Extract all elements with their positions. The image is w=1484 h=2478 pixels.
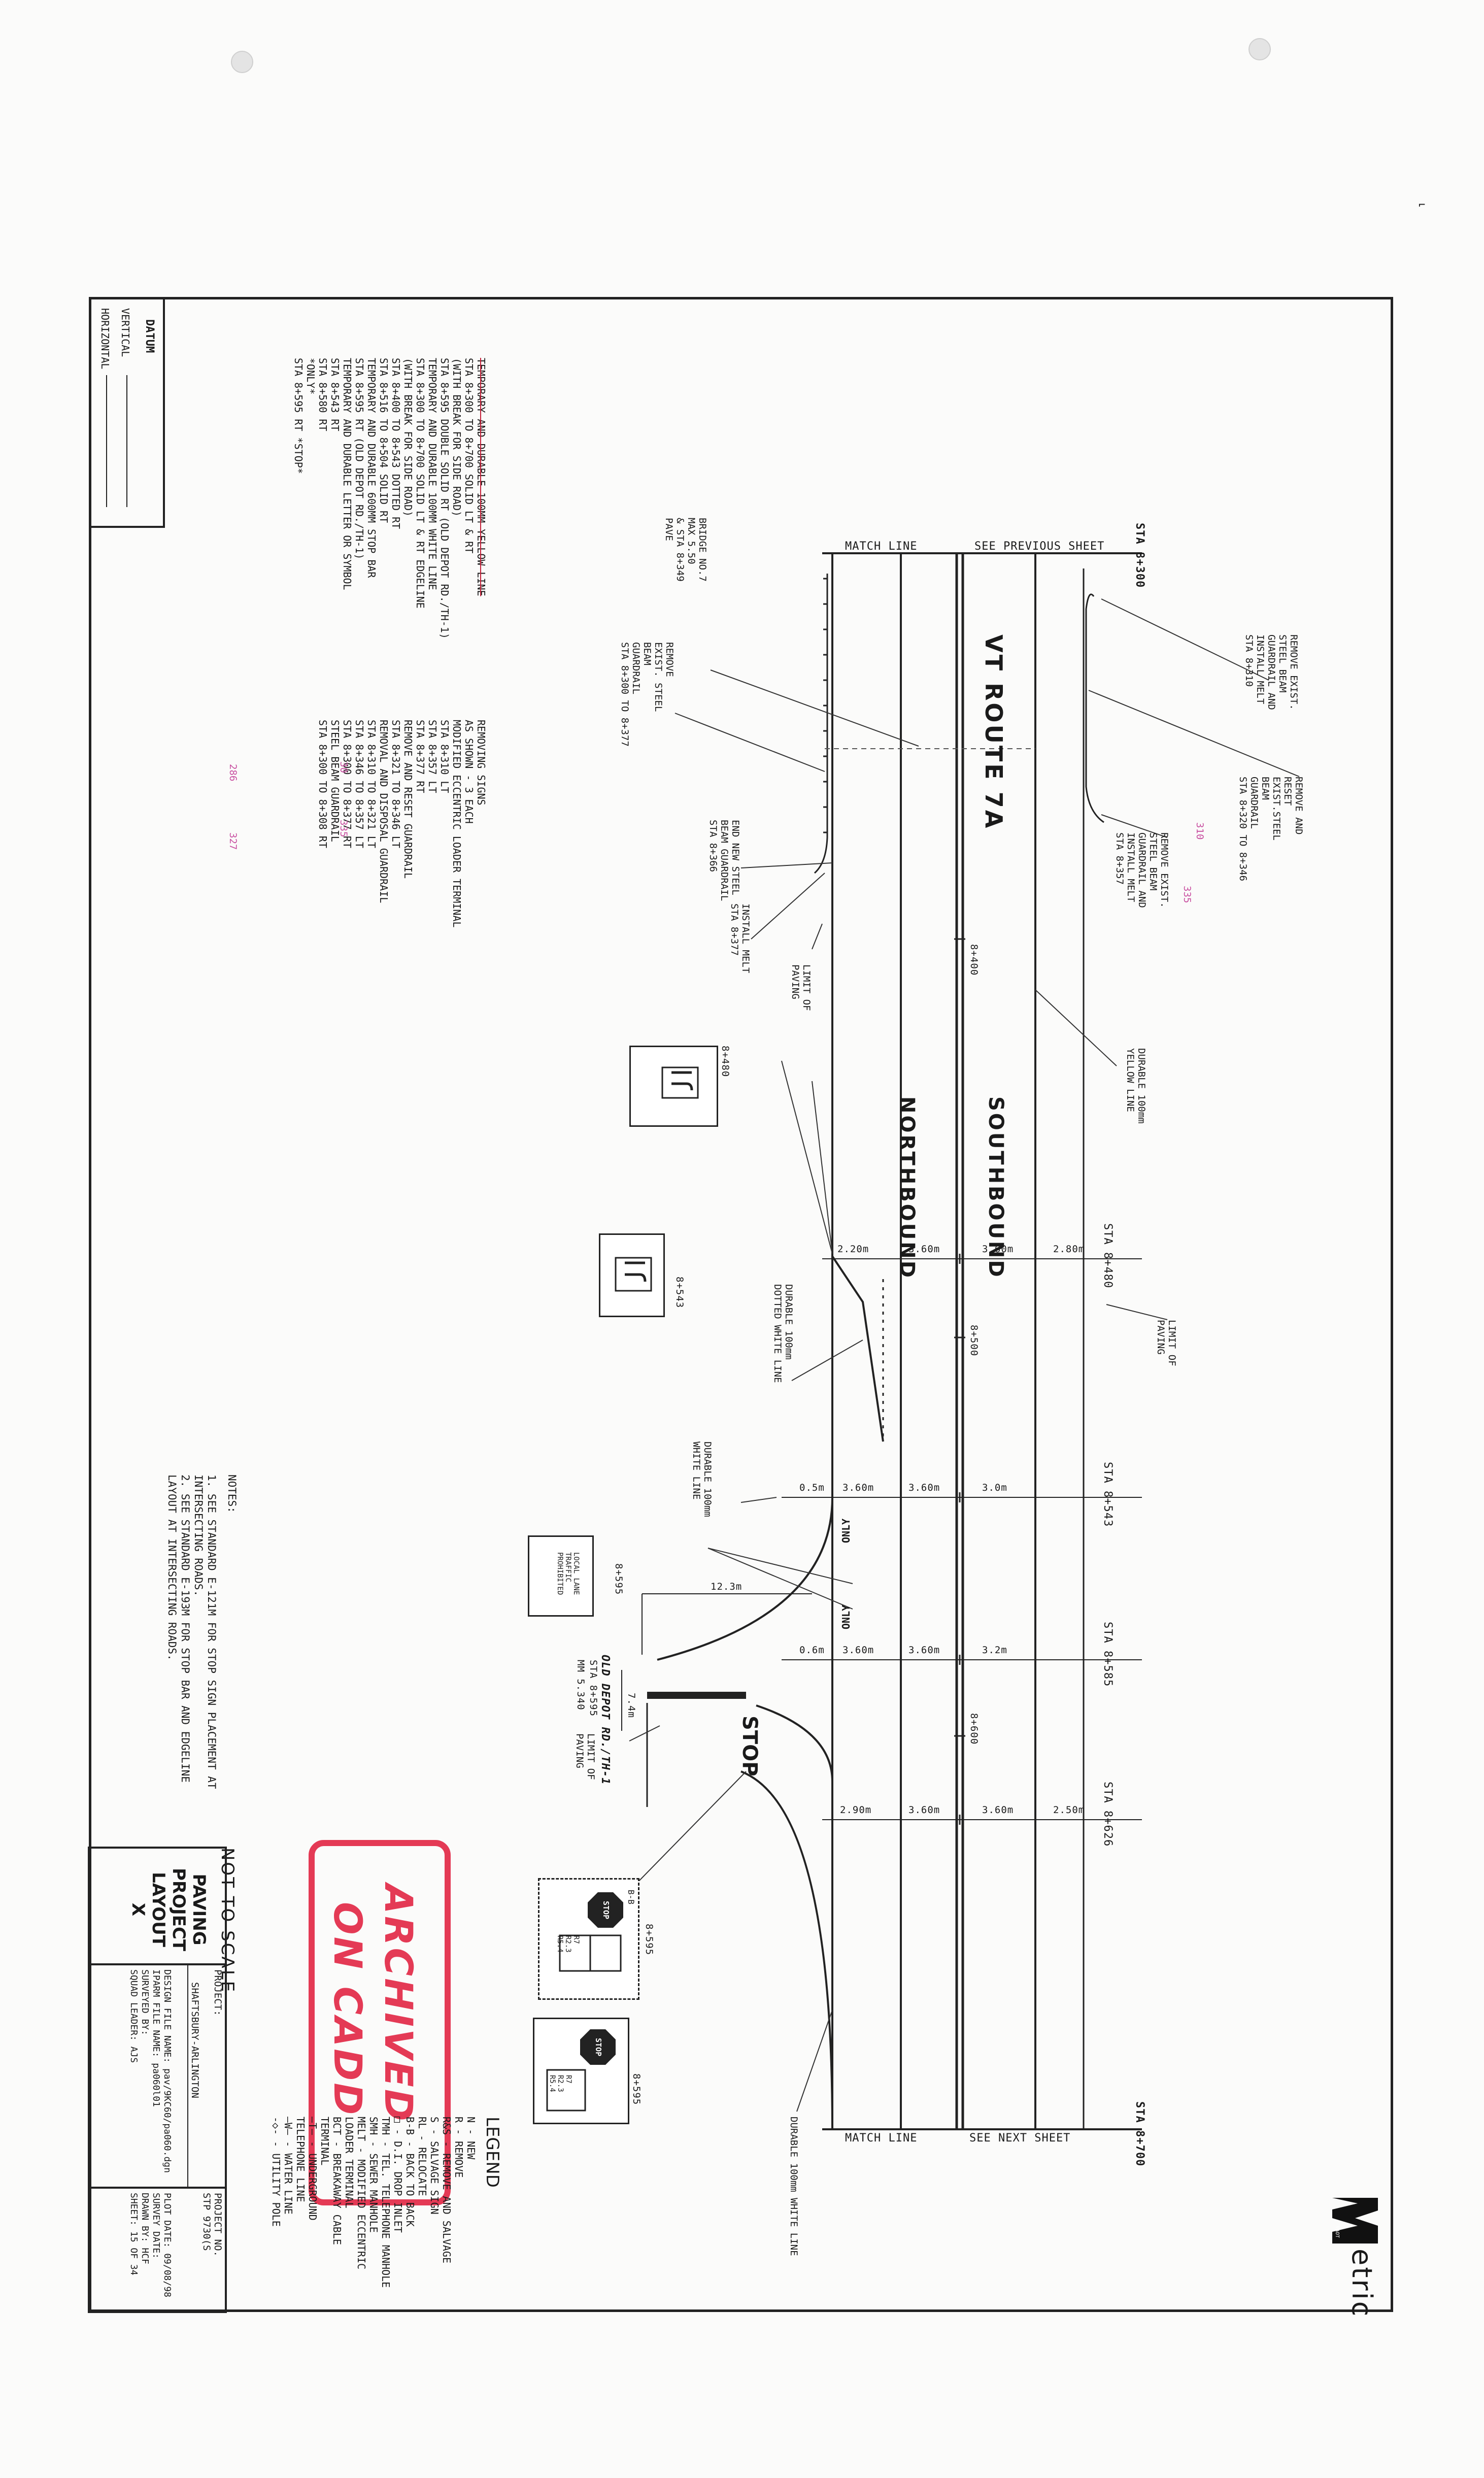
width-label: 3.60m [842, 1645, 874, 1656]
dim-12-3-label: 12.3m [711, 1581, 743, 1592]
metric-logo: etric VAOT [1330, 2195, 1380, 2318]
title-line: LAYOUT [148, 1872, 168, 1947]
title-line: PAVING [189, 1873, 209, 1946]
legend-item: BCT - BREAKAWAY CABLE [331, 2117, 343, 2245]
match-line-top-label: MATCH LINE [845, 540, 918, 553]
width-label: 3.60m [908, 1482, 940, 1493]
width-label: 3.60m [908, 1244, 940, 1255]
legend-item: R&S - REMOVE AND SALVAGE [441, 2117, 453, 2263]
legend-item: TERMINAL [319, 2117, 331, 2166]
leader-lines [629, 598, 1300, 2112]
width-label: 2.20m [837, 1244, 869, 1255]
legend-item: —W— - WATER LINE [282, 2117, 294, 2215]
plot-info: PLOT DATE: 09/08/98 SURVEY DATE: DRAWN B… [128, 2193, 173, 2297]
design-file: DESIGN FILE NAME: pav/9KC60/pa060.dgn [162, 1969, 173, 2173]
sign-detail-543 [599, 1233, 665, 1317]
legend-item: B-B - BACK TO BACK [404, 2117, 416, 2227]
project-no: STP 9730(S [201, 2193, 212, 2251]
guardrail-posts [823, 578, 827, 833]
project-label: PROJECT: [212, 1969, 223, 2016]
surveyed-by: SURVEYED BY: [140, 1969, 150, 2036]
m-logo-icon [1332, 2198, 1378, 2243]
width-label: 2.80m [1053, 1244, 1085, 1255]
legend-item: □ - D.I. DROP INLET [392, 2117, 404, 2233]
width-label: 0.6m [799, 1645, 825, 1656]
guardrail-left [814, 574, 828, 874]
width-ticks [831, 1254, 1036, 1825]
side-road-curve-far [740, 1770, 833, 2130]
legend-item: TMH - TEL. TELEPHONE MANHOLE [380, 2117, 392, 2288]
side-road-left-radius [657, 1497, 833, 1661]
side-road-right-radius [756, 1704, 833, 1782]
legend-item: —T— - UNDERGROUND [307, 2117, 319, 2221]
legend-item: S - SALVAGE SIGN [428, 2117, 441, 2215]
survey-date: SURVEY DATE: [151, 2193, 161, 2259]
legend-item: MELT - MODIFIED ECCENTRIC [355, 2117, 367, 2270]
datum-horizontal-blank [106, 375, 107, 507]
legend-item: -◇- - UTILITY POLE [270, 2117, 282, 2227]
guardrail-right [1085, 593, 1104, 823]
title-block-title: PAVING PROJECT LAYOUT X [128, 1868, 209, 1951]
punch-hole-left [231, 51, 253, 73]
title-line: PROJECT [168, 1868, 189, 1952]
sign-detail-480 [629, 1046, 718, 1127]
legend-title: LEGEND [482, 2117, 502, 2188]
squad-leader: SQUAD LEADER: AJS [128, 1969, 139, 2063]
metric-text: etric [1346, 2249, 1378, 2318]
project-name: SHAFTSBURY-ARLINGTON [189, 1982, 200, 2098]
title-line: X [128, 1902, 148, 1917]
project-number-block: PROJECT NO. STP 9730(S [201, 2193, 223, 2257]
project-details: DESIGN FILE NAME: pav/9KC60/pa060.dgn IP… [128, 1969, 173, 2173]
width-label: 3.60m [908, 1645, 940, 1656]
see-previous-sheet: SEE PREVIOUS SHEET [974, 540, 1105, 553]
legend: LEGEND N - NEW R - REMOVE R&S - REMOVE A… [270, 2117, 502, 2288]
width-label: 2.90m [840, 1804, 872, 1816]
plot-file: IPARM FILE NAME: pa060l01 [151, 1969, 161, 2107]
legend-item: N - NEW [465, 2117, 477, 2160]
width-label: 3.60m [908, 1804, 940, 1816]
datum-vertical-blank [126, 375, 127, 507]
turn-taper [831, 1255, 884, 1442]
legend-item: R - REMOVE [453, 2117, 465, 2178]
station-ticks [782, 1258, 1142, 1820]
only-lane-arrow-sign [661, 1066, 699, 1099]
project-no-label: PROJECT NO. [212, 2193, 223, 2257]
width-label: 3.60m [982, 1244, 1014, 1255]
legend-item: SMH - SEWER MANHOLE [367, 2117, 380, 2233]
drawn-by: DRAWN BY: HCF [140, 2193, 150, 2264]
legend-item: RL - RELOCATE [416, 2117, 428, 2196]
sign-detail-595b: B-B STOP R7 R2.3 R5.4 [538, 1878, 639, 2000]
width-label: 3.60m [982, 1804, 1014, 1816]
match-line-bottom-label: MATCH LINE [845, 2132, 918, 2145]
width-label: 0.5m [799, 1482, 825, 1493]
drawing-frame [89, 297, 1393, 2312]
legend-item: TELEPHONE LINE [294, 2117, 307, 2202]
plot-date: PLOT DATE: 09/08/98 [162, 2193, 173, 2297]
corner-mark: ⌐ [1419, 199, 1426, 212]
see-next-sheet: SEE NEXT SHEET [969, 2132, 1071, 2145]
stop-sign-n [546, 2029, 616, 2112]
sign-detail-595a: LOCAL LANE TRAFFIC PROHIBITED [528, 1535, 594, 1617]
punch-hole-right [1249, 38, 1271, 60]
sign-detail-595c: STOP R7 R2.3 R5.4 [533, 2018, 629, 2124]
width-label: 2.50m [1053, 1804, 1085, 1816]
stop-sign-bb [559, 1892, 623, 1972]
sheet-number: SHEET: 15 OF 34 [128, 2193, 139, 2275]
legend-item: LOADER TERMINAL [343, 2117, 355, 2208]
width-label: 3.0m [982, 1482, 1007, 1493]
only-lane-arrow-sign-2 [615, 1257, 652, 1292]
datum-box: DATUM VERTICAL HORIZONTAL [89, 297, 165, 528]
vaot-text: VAOT [1334, 2226, 1340, 2238]
width-label: 3.60m [842, 1482, 874, 1493]
width-label: 3.2m [982, 1645, 1007, 1656]
archived-stamp: ARCHIVED ON CADD [309, 1840, 451, 2205]
chainage-ticks [954, 938, 965, 1737]
